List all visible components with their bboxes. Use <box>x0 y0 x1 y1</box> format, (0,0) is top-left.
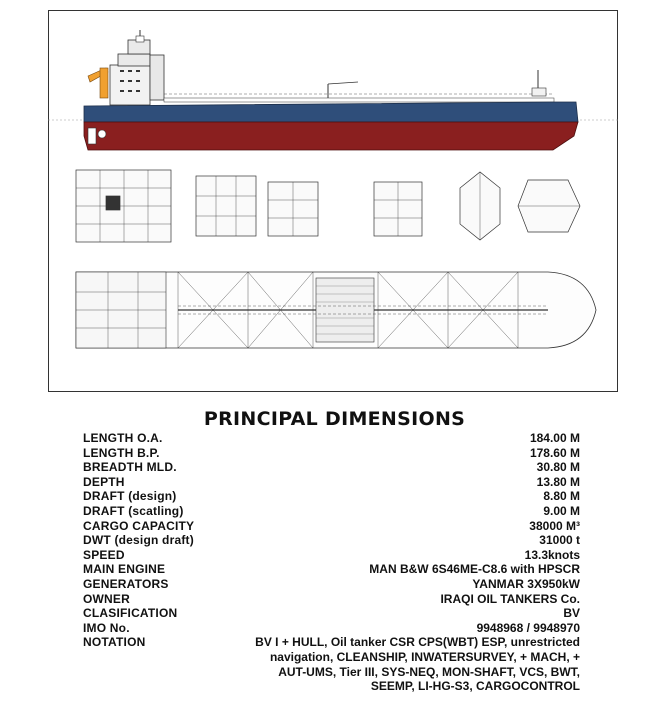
ship-profile-view <box>83 30 579 151</box>
spec-value: 31000 t <box>539 533 580 548</box>
ship-deck-plan-view <box>75 271 597 349</box>
spec-row: DRAFT (design) 8.80 M <box>83 489 580 504</box>
spec-row: GENERATORS YANMAR 3X950kW <box>83 577 580 592</box>
spec-row: IMO No. 9948968 / 9948970 <box>83 621 580 636</box>
notation-line: AUT-UMS, Tier III, SYS-NEQ, MON-SHAFT, V… <box>278 664 580 679</box>
spec-label: DRAFT (scatling) <box>83 503 184 518</box>
spec-row: DRAFT (scatling) 9.00 M <box>83 504 580 519</box>
spec-label: LENGTH B.P. <box>83 445 160 460</box>
spec-value: BV <box>563 606 580 621</box>
spec-label: OWNER <box>83 591 130 606</box>
notation-value: BV I + HULL, Oil tanker CSR CPS(WBT) ESP… <box>235 635 580 693</box>
notation-label: NOTATION <box>83 635 146 650</box>
notation-line: BV I + HULL, Oil tanker CSR CPS(WBT) ESP… <box>255 635 580 650</box>
spec-label: LENGTH O.A. <box>83 431 163 445</box>
specifications-table: LENGTH O.A.184.00 M LENGTH B.P.178.60 M … <box>83 431 580 694</box>
spec-row: SPEED 13.3knots <box>83 548 580 563</box>
spec-label: DWT (design draft) <box>83 533 194 548</box>
spec-value: YANMAR 3X950kW <box>472 576 580 591</box>
spec-row: BREADTH MLD. 30.80 M <box>83 460 580 475</box>
spec-row: DEPTH 13.80 M <box>83 475 580 490</box>
spec-label: MAIN ENGINE <box>83 562 166 577</box>
spec-value: IRAQI OIL TANKERS Co. <box>440 591 580 606</box>
spec-label: DEPTH <box>83 474 125 489</box>
spec-row: OWNER IRAQI OIL TANKERS Co. <box>83 592 580 607</box>
spec-label: SPEED <box>83 547 125 562</box>
spec-value: 8.80 M <box>543 489 580 504</box>
spec-row: CARGO CAPACITY 38000 M³ <box>83 519 580 534</box>
notation-line: navigation, CLEANSHIP, INWATERSURVEY, + … <box>269 649 580 664</box>
page-title: PRINCIPAL DIMENSIONS <box>203 408 466 430</box>
spec-row: LENGTH O.A. 184.00 M <box>83 431 580 446</box>
spec-value: 178.60 M <box>529 445 580 460</box>
spec-value: 38000 M³ <box>529 518 580 533</box>
spec-value: MAN B&W 6S46ME-C8.6 with HPSCR <box>369 562 580 577</box>
spec-value: 184.00 M <box>529 431 580 445</box>
spec-value: 9.00 M <box>543 503 580 518</box>
spec-value: 9948968 / 9948970 <box>476 620 580 635</box>
spec-value: 30.80 M <box>536 460 580 475</box>
spec-row: DWT (design draft) 31000 t <box>83 533 580 548</box>
spec-label: DRAFT (design) <box>83 489 177 504</box>
spec-value: 13.80 M <box>536 474 580 489</box>
spec-label: IMO No. <box>83 620 130 635</box>
general-arrangement-drawing <box>48 10 618 392</box>
spec-label: BREADTH MLD. <box>83 460 177 475</box>
spec-value: 13.3knots <box>524 547 580 562</box>
spec-label: GENERATORS <box>83 576 169 591</box>
notation-row: NOTATION BV I + HULL, Oil tanker CSR CPS… <box>83 635 580 693</box>
notation-line: SEEMP, LI-HG-S3, CARGOCONTROL <box>370 679 580 694</box>
spec-label: CARGO CAPACITY <box>83 518 195 533</box>
spec-row: CLASIFICATION BV <box>83 606 580 621</box>
spec-label: CLASIFICATION <box>83 606 178 621</box>
accommodation-deck-plans <box>75 169 581 243</box>
spec-row: LENGTH B.P. 178.60 M <box>83 446 580 461</box>
spec-row: MAIN ENGINE MAN B&W 6S46ME-C8.6 with HPSC… <box>83 562 580 577</box>
